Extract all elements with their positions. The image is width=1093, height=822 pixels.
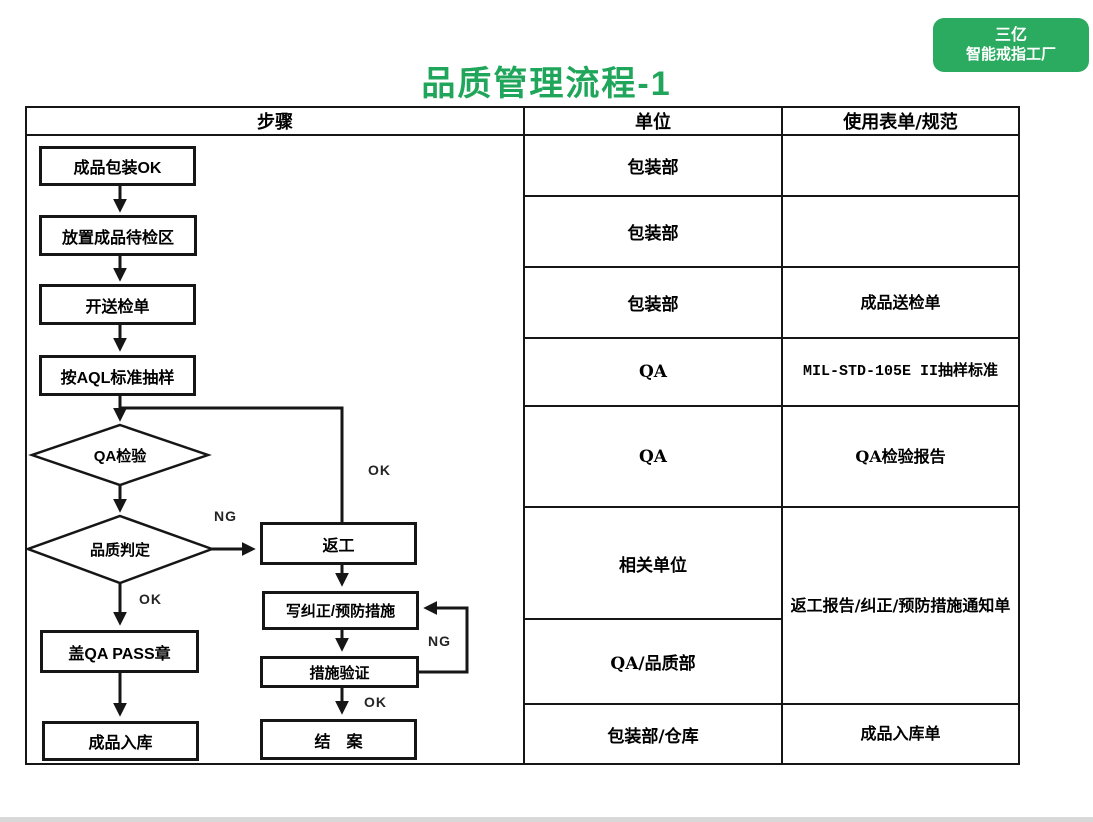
- form-cell-delivery-slip: 成品送检单: [781, 266, 1020, 339]
- flow-step-action-verification: 措施验证: [260, 656, 419, 688]
- flow-decision-quality-judgment-label: 品质判定: [89, 541, 150, 559]
- flowchart-connectors: [27, 186, 469, 717]
- quality-judgment-diamond: [27, 514, 216, 585]
- unit-cell-packing-1: 包装部: [523, 134, 783, 197]
- flow-step-qa-pass-stamp: 盖QA PASS章: [40, 630, 199, 673]
- flow-decision-qa-inspection-label: QA检验: [93, 447, 147, 465]
- flow-step-aql-sampling: 按AQL标准抽样: [39, 355, 196, 396]
- unit-cell-qa-quality-dept: QA/品质部: [523, 618, 783, 705]
- form-cell-rework-report: 返工报告/纠正/预防措施通知单: [781, 506, 1020, 705]
- unit-cell-packing-3: 包装部: [523, 266, 783, 339]
- unit-cell-related-units: 相关单位: [523, 506, 783, 620]
- company-badge: 三亿 智能戒指工厂: [933, 18, 1089, 72]
- table-row: QA/品质部: [26, 618, 1019, 705]
- flow-step-pack-ok: 成品包装OK: [39, 146, 196, 186]
- edge-label-ok-verification: OK: [364, 694, 387, 710]
- flowchart-cell: 成品包装OK 放置成品待检区 开送检单 按AQL标准抽样 QA检验 品质判定 返…: [25, 134, 525, 765]
- flow-step-warehouse-in: 成品入库: [42, 721, 199, 761]
- column-header-steps: 步骤: [25, 106, 525, 136]
- flow-step-corrective-action: 写纠正/预防措施: [262, 591, 419, 630]
- form-cell-warehouse-slip: 成品入库单: [781, 703, 1020, 765]
- table-header-row: 步骤 单位 使用表单/规范: [25, 106, 1020, 136]
- table-row: QA QA检验报告: [26, 405, 1020, 508]
- unit-cell-qa-1: QA: [523, 337, 783, 407]
- edge-label-ok-branch: OK: [368, 462, 391, 478]
- edge-label-ng-verification: NG: [428, 633, 451, 649]
- qa-inspection-diamond: [28, 423, 212, 487]
- edge-label-ok-judgment: OK: [139, 591, 162, 607]
- form-cell-mil-std: MIL-STD-105E II抽样标准: [781, 337, 1020, 407]
- unit-cell-packing-warehouse: 包装部/仓库: [523, 703, 783, 765]
- form-cell-qa-report: QA检验报告: [781, 405, 1020, 508]
- table-row: 相关单位 返工报告/纠正/预防措施通知单: [26, 506, 1020, 705]
- flow-step-staging-area: 放置成品待检区: [39, 215, 197, 256]
- page-bottom-edge: [0, 817, 1093, 822]
- edge-label-ng-judgment: NG: [214, 508, 237, 524]
- table-row: 成品包装OK 放置成品待检区 开送检单 按AQL标准抽样 QA检验 品质判定 返…: [25, 134, 1020, 765]
- form-cell-empty-1: [781, 134, 1020, 197]
- table-row: 包装部 成品送检单: [26, 266, 1020, 339]
- badge-factory-name: 智能戒指工厂: [965, 45, 1056, 63]
- column-header-forms: 使用表单/规范: [781, 106, 1020, 136]
- table-row: 包装部: [26, 195, 1020, 268]
- flow-step-case-closed: 结 案: [260, 719, 417, 760]
- badge-company-name: 三亿: [994, 26, 1027, 44]
- flow-step-rework: 返工: [260, 522, 417, 565]
- page-title: 品质管理流程-1: [421, 65, 672, 103]
- column-header-unit: 单位: [523, 106, 783, 136]
- table-row: 包装部/仓库 成品入库单: [26, 703, 1020, 765]
- process-table: 步骤 单位 使用表单/规范: [25, 106, 1020, 765]
- unit-cell-qa-2: QA: [523, 405, 783, 508]
- form-cell-empty-2: [781, 195, 1020, 268]
- flowchart: 成品包装OK 放置成品待检区 开送检单 按AQL标准抽样 QA检验 品质判定 返…: [27, 136, 521, 761]
- flow-step-inspection-slip: 开送检单: [39, 284, 196, 325]
- table-row: QA MIL-STD-105E II抽样标准: [26, 337, 1020, 407]
- unit-cell-packing-2: 包装部: [523, 195, 783, 268]
